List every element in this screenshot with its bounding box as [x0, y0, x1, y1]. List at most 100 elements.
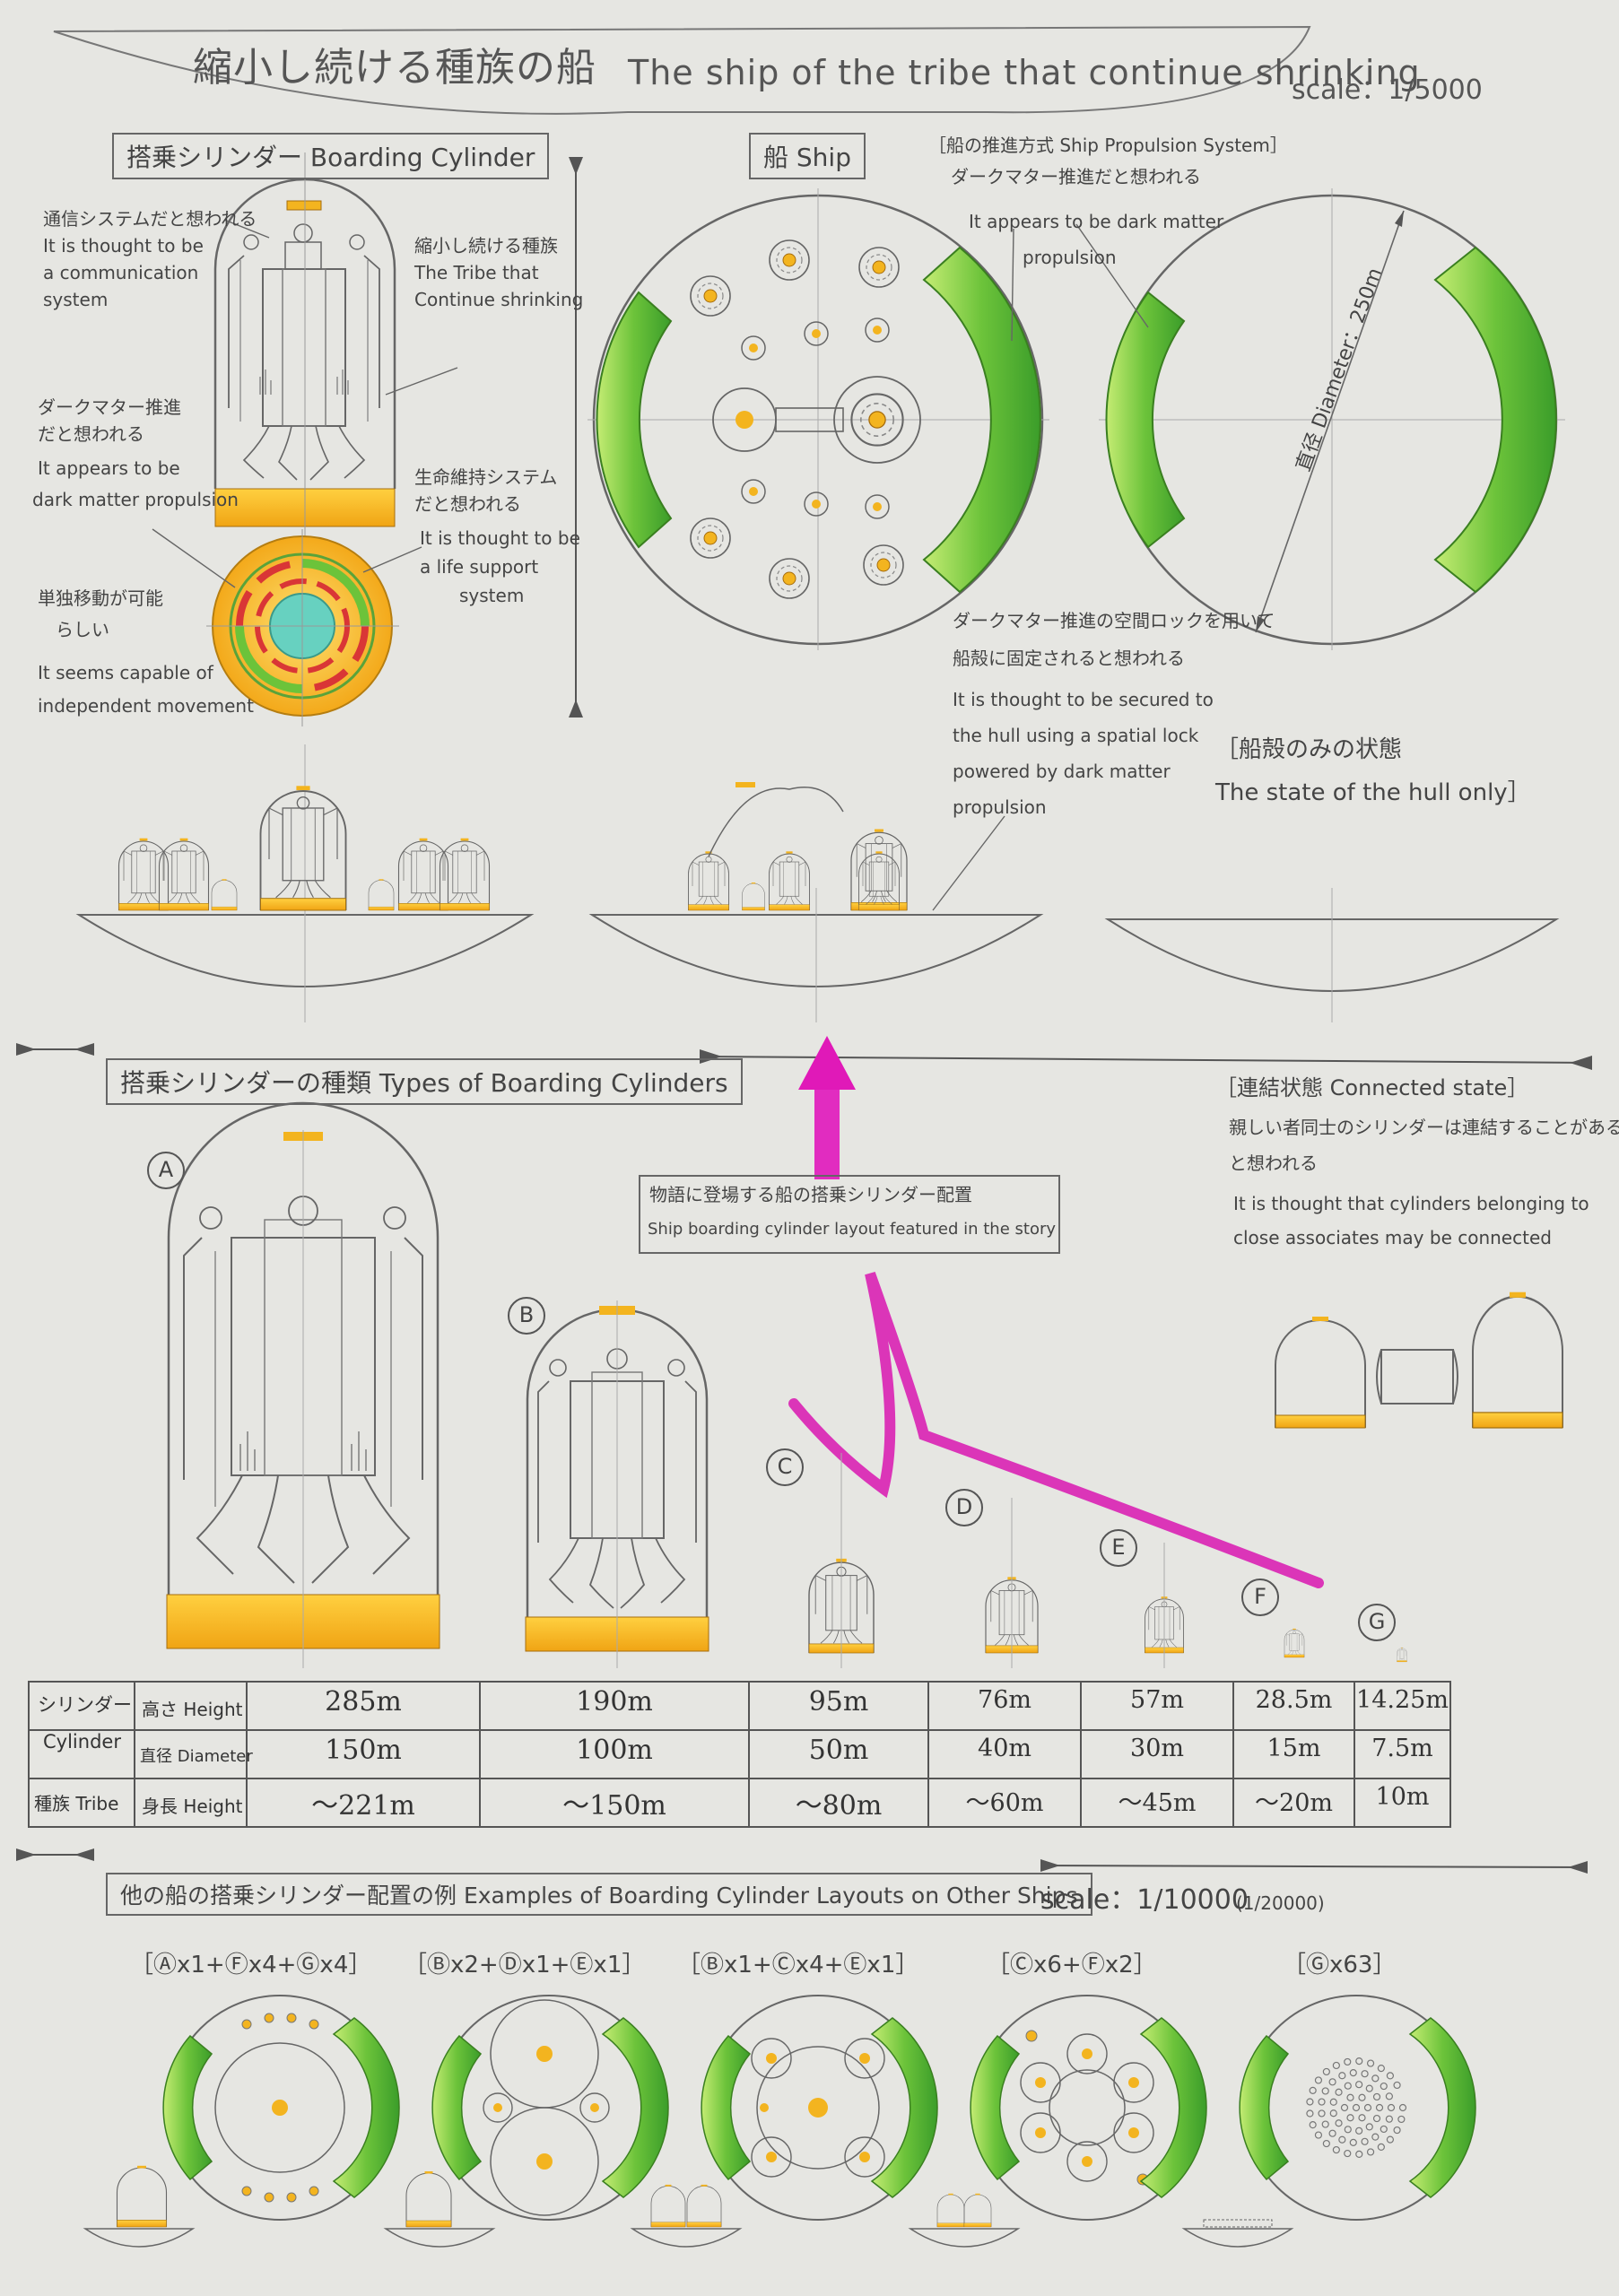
table-row-3-label: 身長 Height: [142, 1796, 243, 1817]
note-tribe-en-1: The Tribe that: [414, 262, 539, 283]
table-cell: ～221m: [311, 1790, 415, 1822]
g-cylinder-dot: [1332, 2145, 1340, 2154]
g-cylinder-dot: [1322, 2139, 1330, 2148]
spec-table: [28, 1681, 1451, 1828]
note-life-jp-2: だと想われる: [414, 493, 521, 515]
g-cylinder-dot: [1349, 2069, 1357, 2077]
propulsion-title: ［船の推進方式 Ship Propulsion System］: [928, 135, 1288, 156]
g-cylinder-dot: [1398, 2103, 1407, 2112]
letter-d: D: [945, 1489, 983, 1526]
table-group-2: 種族 Tribe: [34, 1793, 119, 1814]
lock-jp-1: ダークマター推進の空間ロックを用いて: [953, 610, 1275, 631]
note-comm-en-2: a communication: [43, 262, 199, 283]
note-comm-en-3: system: [43, 289, 109, 310]
lock-jp-2: 船殻に固定されると想われる: [953, 648, 1185, 669]
note-life-jp-1: 生命維持システム: [414, 466, 558, 488]
combo-3: ［Ⓑx1+Ⓒx4+Ⓔx1］: [677, 1952, 919, 1979]
g-cylinder-dot: [1387, 2103, 1396, 2112]
g-cylinder-dot: [1314, 2076, 1323, 2084]
table-cell: 76m: [978, 1686, 1031, 1714]
g-cylinder-dot: [1386, 2072, 1395, 2080]
g-cylinder-dot: [1306, 2098, 1314, 2106]
g-cylinder-dot: [1321, 2120, 1329, 2128]
propulsion-en-2: propulsion: [1023, 247, 1117, 268]
g-cylinder-dot: [1363, 2103, 1372, 2112]
g-cylinder-dot: [1309, 2086, 1317, 2094]
g-cylinder-dot: [1355, 2057, 1363, 2066]
connected-jp-1: 親しい者同士のシリンダーは連結することがある: [1229, 1117, 1619, 1138]
story-layout-box: 物語に登場する船の搭乗シリンダー配置 Ship boarding cylinde…: [639, 1175, 1060, 1254]
g-cylinder-dot: [1365, 2123, 1373, 2131]
table-cell: 50m: [808, 1735, 869, 1766]
table-cell: 150m: [325, 1735, 402, 1766]
g-cylinder-dot: [1335, 2088, 1343, 2096]
g-cylinder-dot: [1335, 2119, 1343, 2127]
g-cylinder-dot: [1329, 2098, 1337, 2106]
note-indep-en-2: independent movement: [38, 695, 254, 717]
note-comm-jp: 通信システムだと想われる: [43, 208, 257, 230]
boarding-cylinder-label: 搭乗シリンダー Boarding Cylinder: [112, 133, 550, 179]
connected-state-drawing: [1275, 1291, 1564, 1430]
g-cylinder-dot: [1397, 2115, 1406, 2124]
connected-jp-2: と想われる: [1229, 1152, 1318, 1174]
table-cell: ～150m: [562, 1790, 666, 1822]
propulsion-jp: ダークマター推進だと想われる: [951, 166, 1201, 187]
g-cylinder-dot: [1355, 2081, 1363, 2089]
g-cylinder-dot: [1372, 2114, 1381, 2123]
table-row-2-label: 直径 Diameter: [140, 1747, 253, 1766]
combo-2: ［Ⓑx2+Ⓓx1+Ⓔx1］: [404, 1952, 646, 1979]
g-cylinder-dot: [1380, 2082, 1388, 2091]
g-cylinder-dot: [1328, 2078, 1336, 2086]
ship-top-view: [588, 188, 1049, 650]
g-cylinder-dot: [1340, 2103, 1349, 2112]
combo-5: ［Ⓖx63］: [1283, 1952, 1397, 1979]
lock-en-3: powered by dark matter: [953, 761, 1171, 782]
combo-1: ［Ⓐx1+Ⓕx4+Ⓖx4］: [130, 1952, 372, 1979]
g-cylinder-dot: [1321, 2087, 1329, 2095]
examples-scale-alt: (1/20000): [1236, 1892, 1325, 1914]
table-cell: ～80m: [795, 1790, 883, 1822]
letter-g: G: [1358, 1604, 1396, 1641]
cylinder-bottom-view: [206, 529, 399, 726]
table-cell: 190m: [576, 1686, 653, 1718]
table-cell: 100m: [576, 1735, 653, 1766]
note-indep-jp-2: らしい: [56, 619, 109, 640]
g-cylinder-dot: [1393, 2081, 1401, 2090]
g-cylinder-dots: [1306, 2057, 1407, 2158]
note-dark-en-1: It appears to be: [38, 457, 180, 479]
lock-en-1: It is thought to be secured to: [953, 689, 1214, 710]
letter-e: E: [1100, 1529, 1137, 1567]
propulsion-en-1: It appears to be dark matter: [969, 211, 1224, 232]
g-cylinder-dot: [1352, 2103, 1361, 2112]
g-cylinder-dot: [1344, 2126, 1352, 2134]
table-cell: 40m: [978, 1735, 1031, 1762]
g-cylinder-dot: [1393, 2126, 1401, 2135]
boarding-cylinder-drawing: [213, 152, 396, 547]
note-comm-en-1: It is thought to be: [43, 235, 204, 257]
g-cylinder-dot: [1346, 2093, 1354, 2101]
g-cylinder-dot: [1380, 2125, 1388, 2134]
note-dark-en-2: dark matter propulsion: [32, 489, 239, 510]
g-cylinder-dot: [1358, 2114, 1366, 2122]
cylinder-b: [525, 1300, 709, 1668]
note-indep-en-1: It seems capable of: [38, 662, 213, 683]
g-cylinder-dot: [1385, 2092, 1393, 2100]
g-cylinder-dot: [1322, 2067, 1330, 2076]
g-cylinder-dot: [1371, 2074, 1380, 2083]
g-cylinder-dot: [1329, 2109, 1337, 2118]
lock-en-2: the hull using a spatial lock: [953, 725, 1199, 746]
g-cylinder-dot: [1366, 2148, 1375, 2156]
types-label: 搭乗シリンダーの種類 Types of Boarding Cylinders: [106, 1058, 743, 1105]
table-cell: ～20m: [1255, 1789, 1333, 1817]
combo-4: ［Ⓒx6+Ⓕx2］: [987, 1952, 1157, 1979]
connected-en-2: close associates may be connected: [1233, 1227, 1552, 1248]
table-group-1b: Cylinder: [43, 1731, 121, 1752]
magenta-arrow-up: [798, 1036, 856, 1179]
table-cell: 285m: [325, 1686, 402, 1718]
g-cylinder-dot: [1344, 2082, 1352, 2090]
connected-title: ［連結状態 Connected state］: [1215, 1075, 1529, 1100]
g-cylinder-dot: [1344, 2149, 1352, 2158]
table-cell: 10m: [1375, 1783, 1430, 1811]
note-indep-jp-1: 単独移動が可能: [38, 587, 163, 609]
